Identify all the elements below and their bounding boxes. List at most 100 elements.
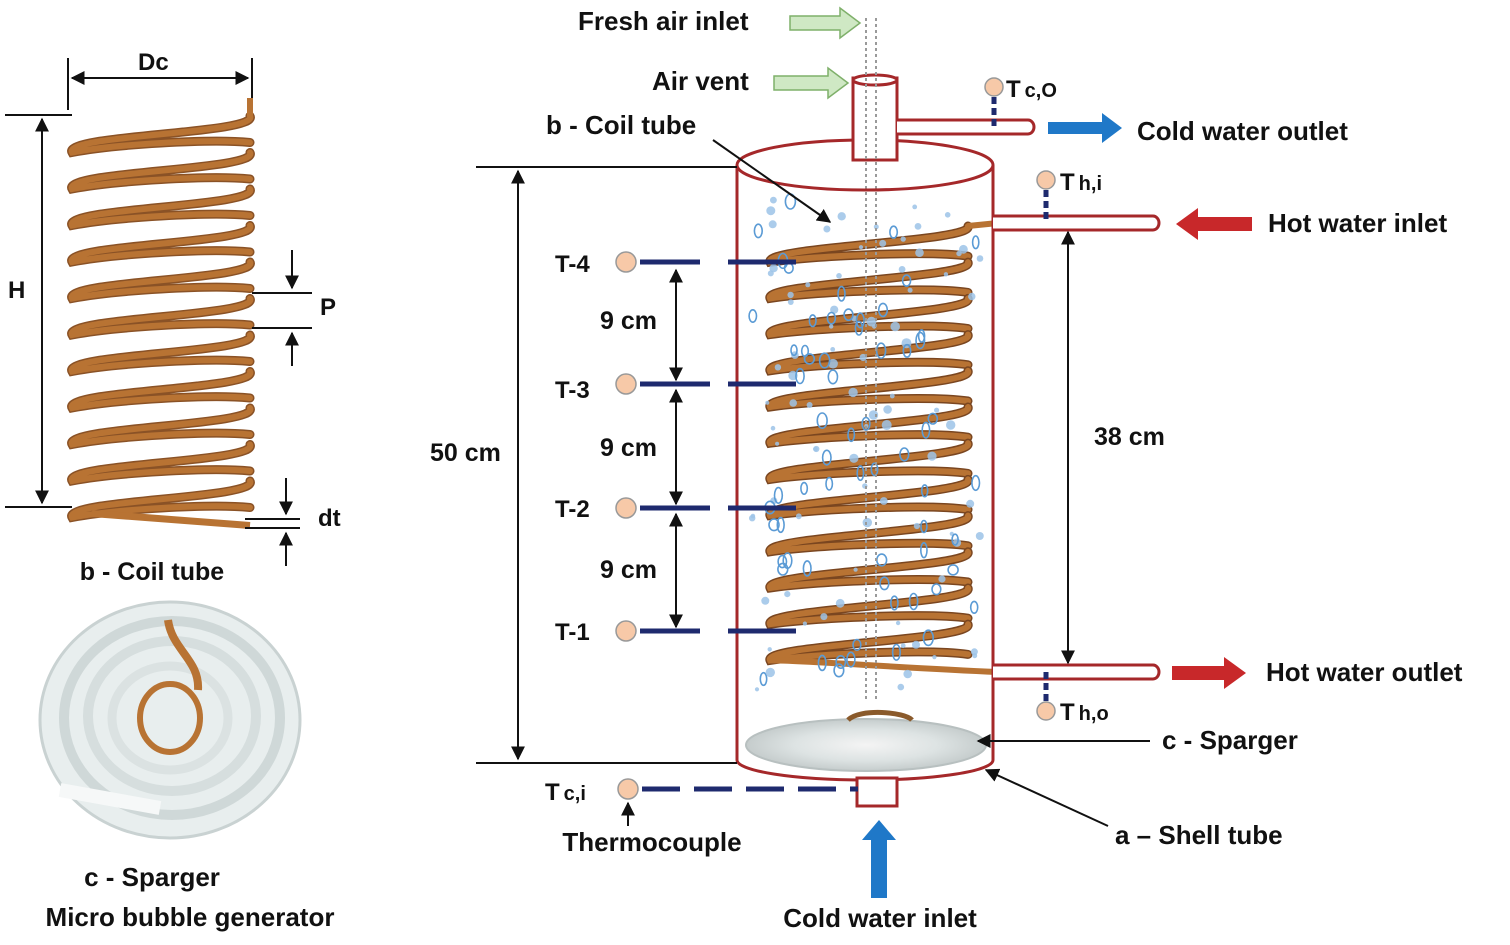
sensor-t4: T-4 — [555, 251, 796, 278]
air-bubble — [879, 239, 887, 247]
air-bubble — [898, 266, 906, 273]
air-bubble — [802, 621, 808, 626]
hot-water-inlet-label: Hot water inlet — [1268, 208, 1447, 238]
cold-water-outlet-arrow — [1048, 113, 1122, 143]
air-bubble — [787, 291, 794, 299]
air-bubble-ring — [748, 308, 758, 323]
air-bubble — [900, 643, 906, 649]
air-bubble-ring — [843, 308, 854, 322]
air-bubble — [767, 647, 772, 652]
coil-lead-bottom — [91, 510, 251, 529]
air-bubble — [754, 687, 760, 692]
sensor-tho-sub: h,o — [1079, 703, 1109, 725]
main-coil-turn — [766, 331, 972, 375]
spacing-3-label: 9 cm — [600, 556, 657, 584]
coil-turn — [68, 113, 254, 156]
sparger-caption-1: c - Sparger — [84, 862, 220, 892]
air-bubble-ring — [802, 560, 812, 577]
air-bubble — [774, 364, 782, 371]
thermocouple-label: Thermocouple — [562, 827, 741, 857]
sparger-copper-ring — [137, 681, 203, 755]
air-bubble — [766, 206, 776, 216]
sensor-t2: T-2 — [555, 496, 796, 523]
air-bubble-ring — [852, 638, 862, 652]
air-bubble — [765, 667, 775, 678]
air-bubble-ring — [753, 223, 763, 239]
air-bubble-ring — [837, 285, 846, 302]
coil-turn — [68, 149, 254, 193]
air-bubble-ring — [800, 481, 809, 496]
air-vent-label: Air vent — [652, 66, 749, 96]
sensor-tho-main: T — [1060, 699, 1075, 726]
air-bubble — [769, 264, 778, 273]
air-bubble — [932, 655, 937, 660]
h-label: H — [8, 277, 25, 304]
air-bubble-ring — [879, 576, 890, 591]
air-bubble — [848, 387, 858, 398]
sparger-copper-lead — [164, 619, 203, 691]
coil-tube-helix — [67, 98, 255, 529]
air-bubble — [823, 225, 831, 233]
air-bubble — [879, 497, 888, 505]
air-bubble — [770, 196, 777, 204]
air-bubble-ring — [790, 344, 798, 357]
air-bubble — [895, 620, 901, 626]
air-bubble — [789, 399, 797, 407]
air-bubble — [765, 400, 770, 405]
air-bubble — [859, 353, 867, 362]
air-bubble-ring — [768, 518, 780, 532]
main-coil-turn — [766, 476, 972, 519]
air-bubble — [972, 653, 978, 659]
hot-water-inlet-arrow — [1176, 208, 1252, 240]
sparger-copper-center — [846, 709, 914, 723]
shell-tube-pointer — [984, 768, 1109, 827]
coil-turn — [68, 441, 254, 485]
coil-tube-label: b - Coil tube — [546, 110, 696, 140]
cold-water-inlet-arrow — [862, 820, 896, 898]
air-bubble — [853, 567, 858, 572]
sensor-t2-label: T-2 — [555, 496, 590, 523]
air-bubble-ring — [891, 643, 902, 661]
air-bubble-ring — [920, 519, 928, 534]
air-bubble — [837, 212, 846, 221]
air-bubble-ring — [920, 541, 928, 559]
air-bubble — [890, 321, 900, 332]
air-bubble — [836, 273, 842, 279]
coil-tube-pointer — [712, 139, 832, 223]
main-coil-lead-out — [769, 657, 999, 675]
sensor-tco-main: T — [1006, 76, 1021, 103]
coil-tube-in-shell — [765, 220, 999, 675]
air-bubble — [944, 212, 951, 218]
spacing-1-label: 9 cm — [600, 307, 657, 335]
air-bubble — [868, 410, 879, 420]
air-bubble-ring — [821, 449, 832, 466]
air-bubble-ring — [856, 465, 865, 482]
sensor-t3-label: T-3 — [555, 377, 590, 404]
air-bubble-ring — [901, 274, 912, 287]
air-bubble — [900, 236, 906, 242]
air-bubble-ring — [759, 671, 768, 687]
sensor-t4-bulb — [615, 251, 637, 273]
sensor-thi-sub: h,i — [1079, 173, 1102, 195]
air-bubble — [934, 407, 940, 413]
sensor-t3-bulb — [615, 373, 637, 395]
air-bubble-ring — [951, 533, 959, 546]
air-bubble-ring — [835, 654, 847, 669]
coil-turn — [68, 222, 254, 266]
air-bubble — [770, 425, 776, 431]
air-bubble-ring — [783, 262, 794, 274]
air-bubble — [784, 591, 791, 598]
air-bubble-ring — [870, 462, 879, 477]
air-bubble — [795, 513, 802, 520]
cold-water-inlet-label: Cold water inlet — [783, 903, 977, 933]
sensor-t2-bulb — [615, 497, 637, 519]
main-coil-turn — [766, 404, 972, 447]
air-bubble — [805, 282, 811, 288]
